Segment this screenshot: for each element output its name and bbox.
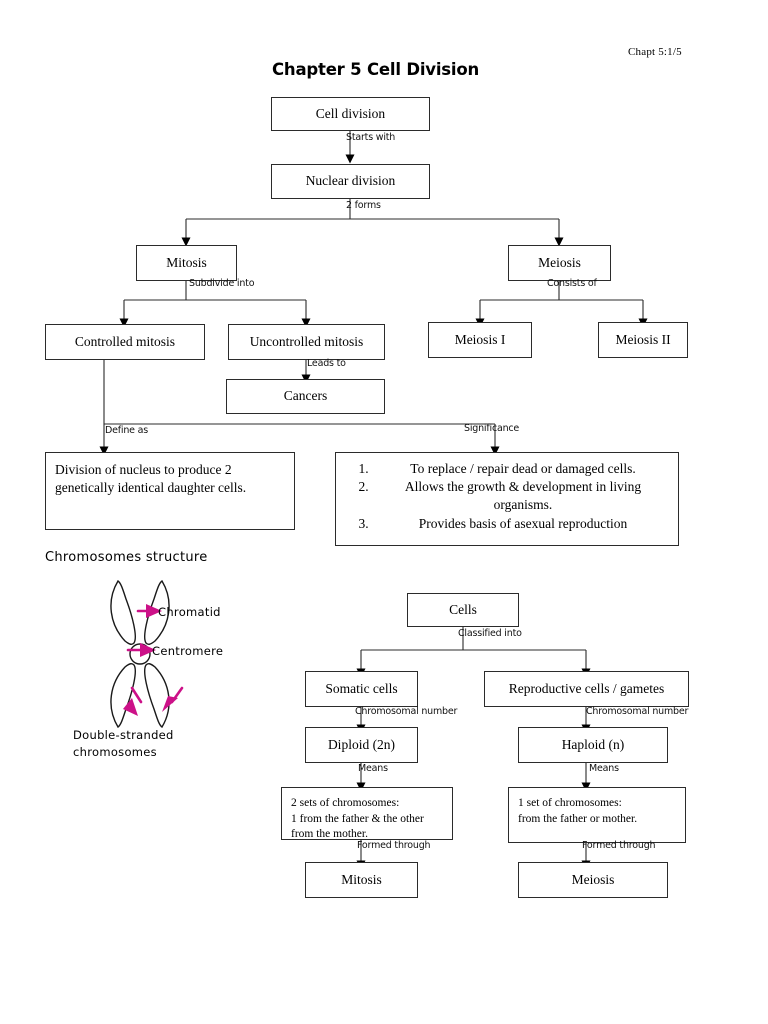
- edge-label-2-forms: 2 forms: [346, 200, 381, 211]
- list-item: To replace / repair dead or damaged cell…: [372, 460, 668, 478]
- centromere-arrow-head: [140, 643, 156, 657]
- edge-label-subdivide-into: Subdivide into: [189, 278, 255, 289]
- edge-label-starts-with: Starts with: [346, 132, 396, 143]
- diploid-meaning-line3: from the mother.: [291, 828, 368, 841]
- box-mitosis[interactable]: Mitosis: [136, 245, 237, 281]
- chromatid-upper-left: [110, 580, 136, 645]
- chromosome-annotation-arrows: [123, 604, 184, 716]
- edge-label-define-as: Define as: [105, 425, 149, 436]
- box-reproductive-cells[interactable]: Reproductive cells / gametes: [484, 671, 689, 707]
- edge-label-chromosomal-number-left: Chromosomal number: [355, 706, 458, 717]
- box-cell-division[interactable]: Cell division: [271, 97, 430, 131]
- significance-list: To replace / repair dead or damaged cell…: [346, 460, 668, 533]
- edge-label-significance: Significance: [464, 423, 520, 434]
- label-centromere: Centromere: [152, 644, 224, 658]
- haploid-meaning-line1: 1 set of chromosomes:: [518, 797, 622, 809]
- edge-label-chromosomal-number-right: Chromosomal number: [586, 706, 689, 717]
- box-bottom-mitosis[interactable]: Mitosis: [305, 862, 418, 898]
- box-haploid[interactable]: Haploid (n): [518, 727, 668, 763]
- double-strand-arrow-shaft-left: [130, 686, 143, 704]
- box-somatic-cells[interactable]: Somatic cells: [305, 671, 418, 707]
- box-meiosis-ii[interactable]: Meiosis II: [598, 322, 688, 358]
- box-haploid-meaning[interactable]: 1 set of chromosomes: from the father or…: [508, 787, 686, 843]
- diploid-meaning-line1: 2 sets of chromosomes:: [291, 797, 400, 809]
- box-cells[interactable]: Cells: [407, 593, 519, 627]
- list-item: Provides basis of asexual reproduction: [372, 515, 668, 533]
- haploid-meaning-line2: from the father or mother.: [518, 812, 638, 825]
- box-bottom-meiosis[interactable]: Meiosis: [518, 862, 668, 898]
- edge-label-means-left: Means: [358, 763, 388, 774]
- page-title: Chapter 5 Cell Division: [272, 60, 480, 79]
- box-mitosis-significance[interactable]: To replace / repair dead or damaged cell…: [335, 452, 679, 546]
- chromosome-structure-title: Chromosomes structure: [45, 550, 208, 565]
- diploid-meaning-line2: 1 from the father & the other: [291, 812, 424, 825]
- double-strand-arrow-head-left: [123, 698, 138, 716]
- edge-label-consists-of: Consists of: [547, 278, 597, 289]
- chromatid-arrow-head: [146, 604, 162, 618]
- box-mitosis-definition[interactable]: Division of nucleus to produce 2 genetic…: [45, 452, 295, 530]
- edge-label-formed-through-left: Formed through: [357, 840, 431, 851]
- box-meiosis-i[interactable]: Meiosis I: [428, 322, 532, 358]
- double-strand-arrow-head-right: [162, 696, 178, 712]
- label-chromatid: Chromatid: [158, 605, 221, 619]
- box-diploid-meaning[interactable]: 2 sets of chromosomes: 1 from the father…: [281, 787, 453, 840]
- box-cancers[interactable]: Cancers: [226, 379, 385, 414]
- box-nuclear-division[interactable]: Nuclear division: [271, 164, 430, 199]
- edge-label-classified-into: Classified into: [458, 628, 522, 639]
- box-uncontrolled-mitosis[interactable]: Uncontrolled mitosis: [228, 324, 385, 360]
- edge-label-leads-to: Leads to: [307, 358, 346, 369]
- page-header-note: Chapt 5:1/5: [628, 46, 682, 58]
- edge-label-means-right: Means: [589, 763, 619, 774]
- list-item: Allows the growth & development in livin…: [372, 478, 668, 514]
- label-double-stranded-line1: Double-stranded: [73, 728, 174, 742]
- box-meiosis[interactable]: Meiosis: [508, 245, 611, 281]
- box-diploid[interactable]: Diploid (2n): [305, 727, 418, 763]
- box-controlled-mitosis[interactable]: Controlled mitosis: [45, 324, 205, 360]
- edge-label-formed-through-right: Formed through: [582, 840, 656, 851]
- label-double-stranded-line2: chromosomes: [73, 745, 157, 759]
- chromatid-lower-left: [110, 663, 136, 728]
